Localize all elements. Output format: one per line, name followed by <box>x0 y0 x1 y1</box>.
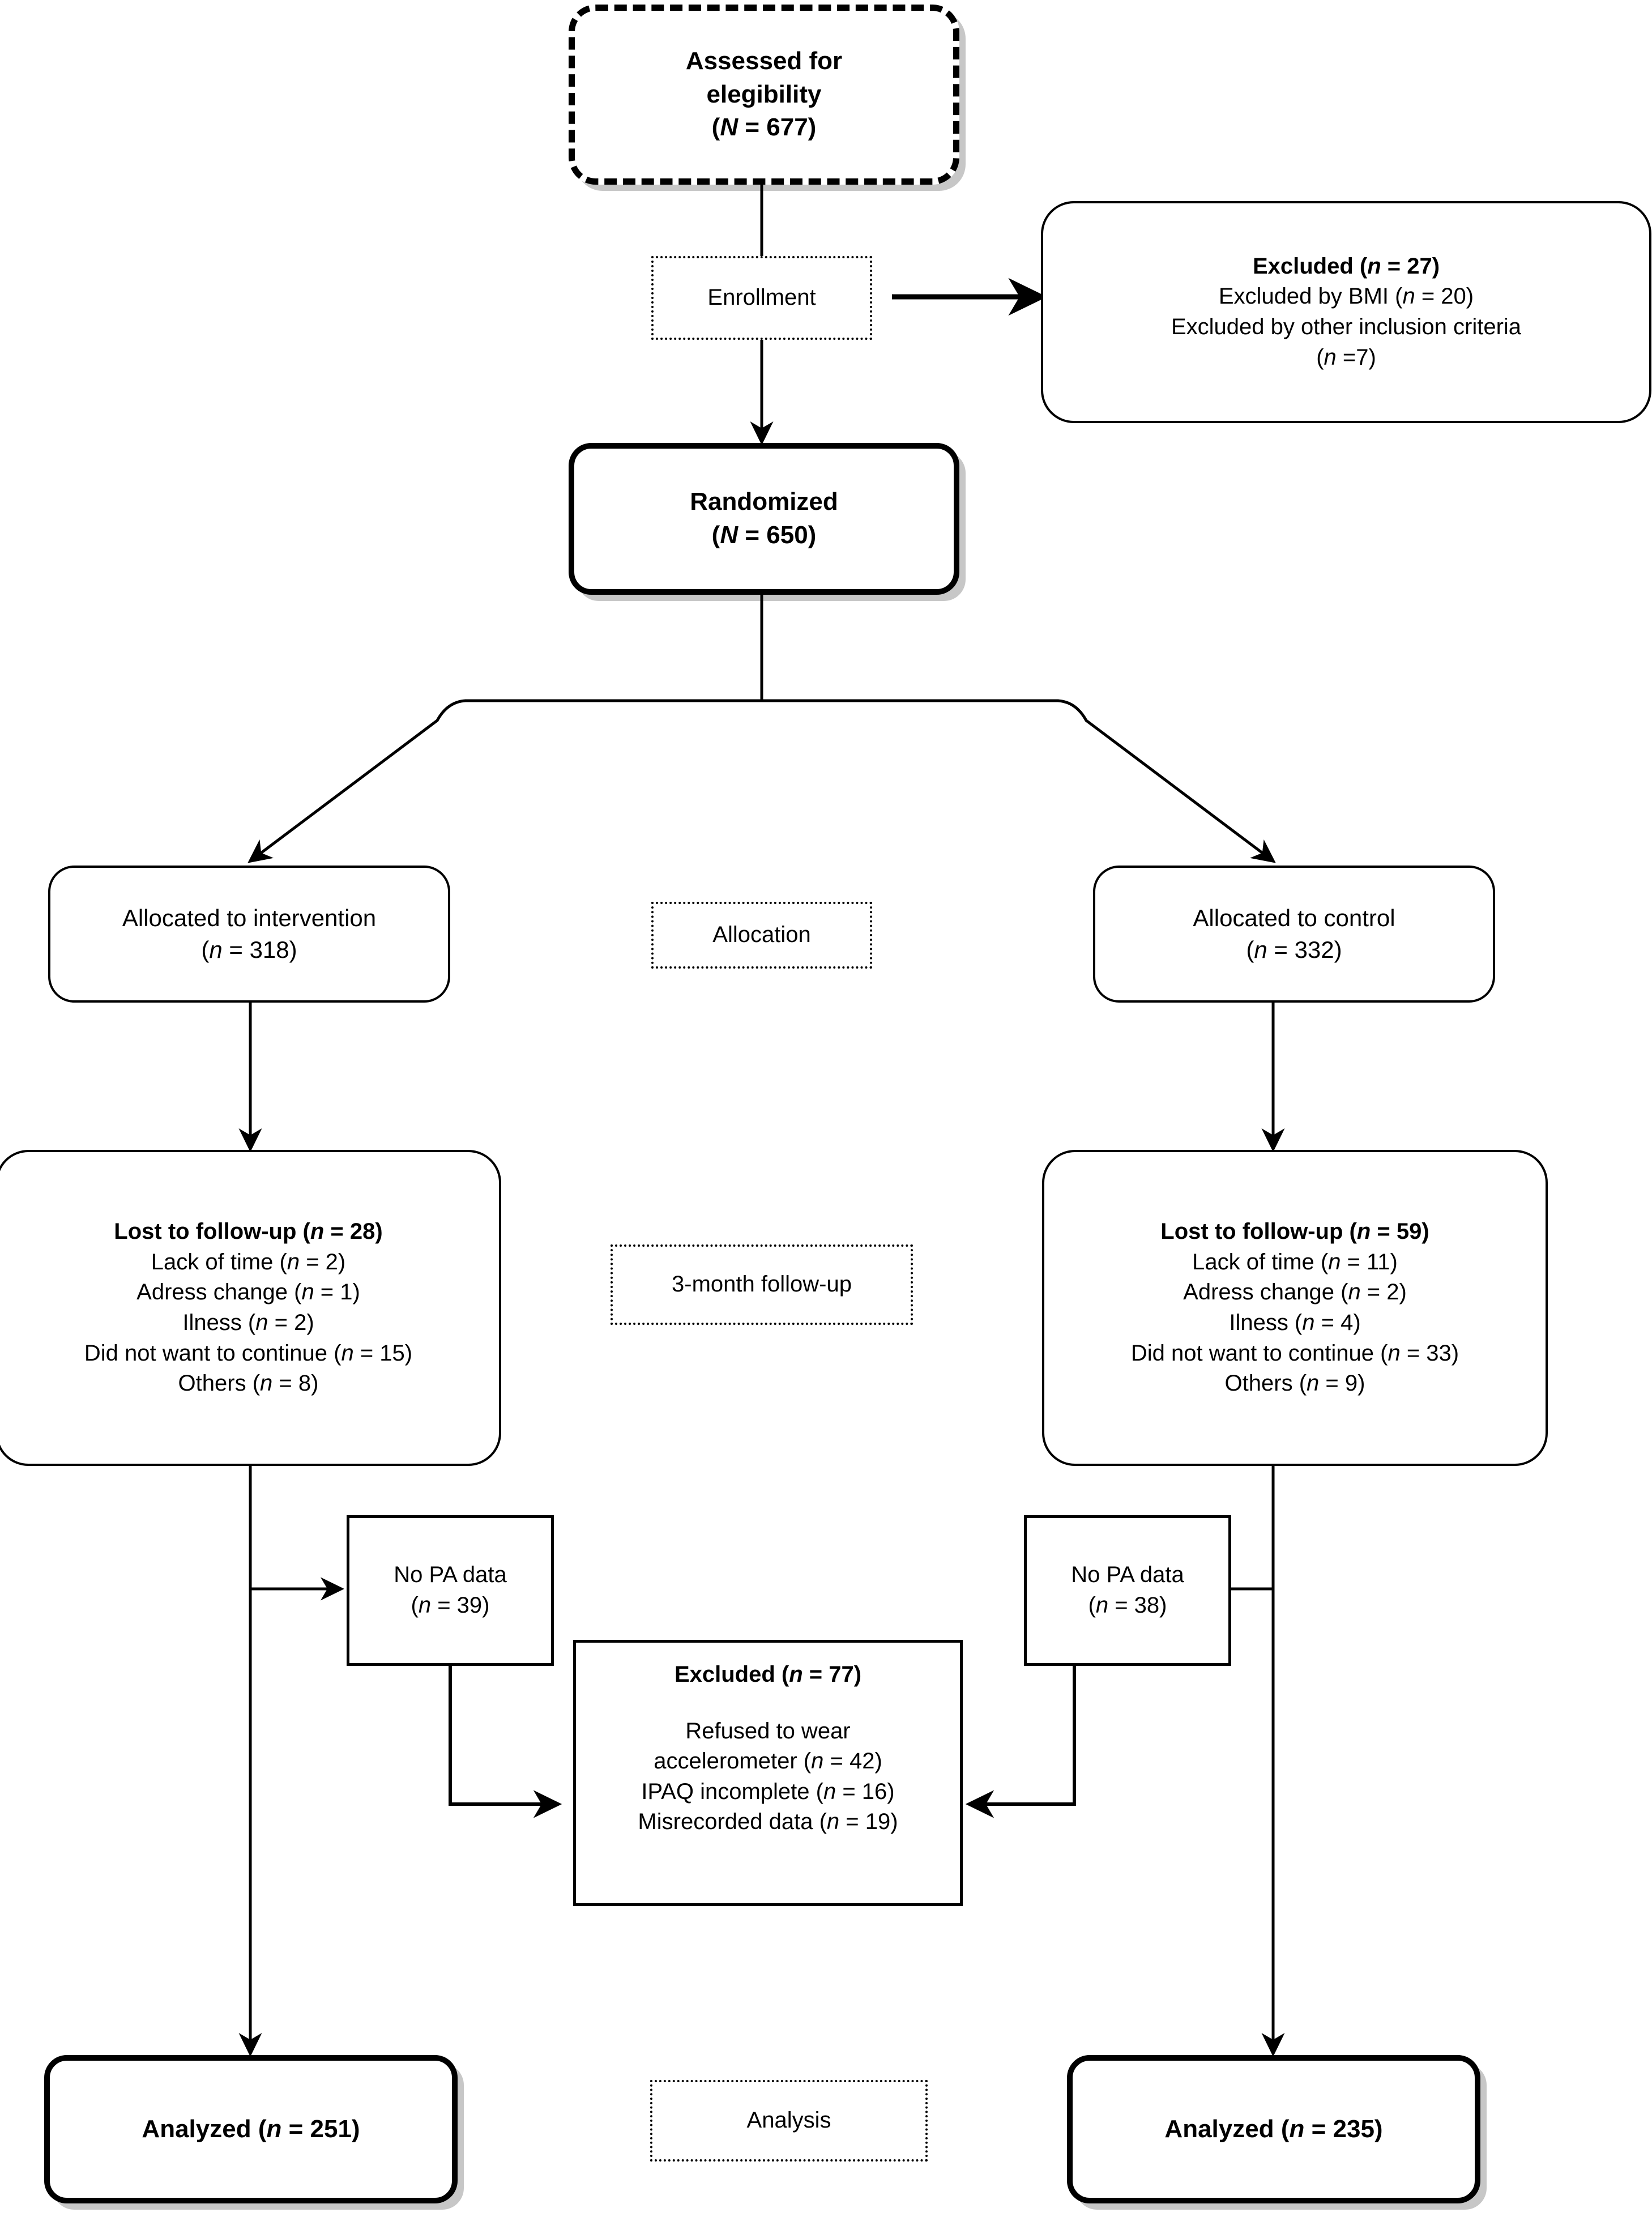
no-pa-data-control-line-1: No PA data <box>1071 1562 1184 1588</box>
n-symbol: n <box>1348 1280 1361 1305</box>
analyzed-intervention-text: Analyzed (n = 251) <box>142 2115 360 2143</box>
n-symbol: n <box>301 1280 314 1305</box>
no-pa-data-control-count: (n = 38) <box>1088 1593 1167 1618</box>
n-symbol: n <box>341 1340 354 1366</box>
excluded-enrollment-heading: Excluded (n = 27) <box>1252 253 1440 279</box>
wire-nopa-right-to-excluded <box>965 1665 1076 1818</box>
wire-split-left-arm <box>247 699 466 863</box>
lost-followup-control-row: Did not want to continue (n = 33) <box>1130 1340 1459 1366</box>
lost-followup-intervention-row: Others (n = 8) <box>178 1371 319 1396</box>
stage-label-enrollment: Enrollment <box>651 256 872 340</box>
stage-label-followup: 3-month follow-up <box>611 1244 913 1325</box>
lost-followup-intervention-row: Adress change (n = 1) <box>136 1280 360 1305</box>
lost-followup-intervention-heading: Lost to follow-up (n = 28) <box>114 1219 383 1244</box>
stage-label-allocation: Allocation <box>651 902 872 969</box>
assessed-total: (N = 677) <box>711 113 817 142</box>
excluded-enrollment-box: Excluded (n = 27) Excluded by BMI (n = 2… <box>1041 201 1651 423</box>
n-symbol: n <box>287 1249 300 1274</box>
n-symbol: n <box>826 1809 840 1835</box>
lost-followup-control-heading: Lost to follow-up (n = 59) <box>1160 1219 1429 1244</box>
excluded-analysis-row: Refused to wear <box>685 1718 851 1743</box>
lost-followup-control-row: Others (n = 9) <box>1224 1371 1365 1396</box>
n-symbol: n <box>1095 1593 1109 1618</box>
allocated-intervention-box: Allocated to intervention (n = 318) <box>48 866 450 1003</box>
n-symbol: n <box>789 1662 803 1687</box>
excluded-analysis-box: Excluded (n = 77) Refused to wear accele… <box>573 1640 963 1906</box>
excluded-analysis-row: Misrecorded data (n = 19) <box>638 1809 898 1835</box>
excluded-analysis-row: accelerometer (n = 42) <box>654 1749 882 1774</box>
n-symbol: n <box>823 1779 836 1804</box>
lost-followup-intervention-row: Ilness (n = 2) <box>182 1310 314 1335</box>
n-symbol: n <box>209 936 223 963</box>
assessed-line-2: elegibility <box>706 80 822 108</box>
lost-followup-intervention-row: Lack of time (n = 2) <box>151 1249 346 1274</box>
n-symbol: n <box>1367 253 1381 279</box>
lost-followup-control-box: Lost to follow-up (n = 59) Lack of time … <box>1042 1150 1548 1466</box>
stage-label-analysis: Analysis <box>650 2080 928 2162</box>
n-symbol: n <box>1302 1310 1315 1335</box>
n-symbol: n <box>260 1371 273 1396</box>
n-symbol: n <box>1328 1249 1341 1274</box>
no-pa-data-intervention-line-1: No PA data <box>394 1562 507 1588</box>
n-symbol: n <box>1388 1340 1401 1366</box>
n-symbol: n <box>1402 284 1415 309</box>
excluded-enrollment-row: Excluded by other inclusion criteria <box>1171 314 1522 339</box>
n-symbol: n <box>255 1310 268 1335</box>
analyzed-control-text: Analyzed (n = 235) <box>1164 2115 1383 2143</box>
lost-followup-control-row: Ilness (n = 4) <box>1229 1310 1361 1335</box>
allocated-intervention-line-1: Allocated to intervention <box>122 904 377 931</box>
allocated-control-count: (n = 332) <box>1246 936 1342 963</box>
excluded-enrollment-row: Excluded by BMI (n = 20) <box>1218 284 1474 309</box>
no-pa-data-intervention-box: No PA data (n = 39) <box>347 1515 554 1666</box>
assessed-line-1: Assessed for <box>685 46 843 75</box>
excluded-analysis-row: IPAQ incomplete (n = 16) <box>641 1779 895 1804</box>
allocated-intervention-count: (n = 318) <box>201 936 297 963</box>
stage-label-allocation-text: Allocation <box>712 922 811 948</box>
n-symbol: n <box>310 1219 325 1244</box>
n-symbol: n <box>1324 344 1337 370</box>
randomized-total: (N = 650) <box>711 521 817 549</box>
assessed-for-eligibility-box: Assessed for elegibility (N = 677) <box>569 5 959 185</box>
lost-followup-intervention-box: Lost to follow-up (n = 28) Lack of time … <box>0 1150 501 1466</box>
n-symbol: n <box>266 2115 282 2143</box>
n-symbol: n <box>1254 936 1267 963</box>
n-symbol: n <box>418 1593 432 1618</box>
n-symbol: n <box>1307 1371 1320 1396</box>
analyzed-intervention-box: Analyzed (n = 251) <box>44 2055 458 2203</box>
stage-label-enrollment-text: Enrollment <box>707 285 816 310</box>
allocated-control-box: Allocated to control (n = 332) <box>1093 866 1495 1003</box>
n-symbol: n <box>1356 1219 1371 1244</box>
analyzed-control-box: Analyzed (n = 235) <box>1067 2055 1480 2203</box>
excluded-enrollment-row: (n =7) <box>1316 344 1376 370</box>
lost-followup-intervention-row: Did not want to continue (n = 15) <box>84 1340 413 1366</box>
n-symbol: N <box>720 521 739 549</box>
allocated-control-line-1: Allocated to control <box>1193 904 1395 931</box>
stage-label-followup-text: 3-month follow-up <box>672 1272 852 1297</box>
wire-nopa-left-to-excluded <box>449 1665 562 1818</box>
no-pa-data-control-box: No PA data (n = 38) <box>1024 1515 1231 1666</box>
n-symbol: N <box>720 113 739 142</box>
randomized-line-1: Randomized <box>690 488 838 516</box>
wire-split-right-arm <box>1057 699 1276 863</box>
randomized-box: Randomized (N = 650) <box>569 443 959 595</box>
lost-followup-control-row: Lack of time (n = 11) <box>1192 1249 1398 1274</box>
lost-followup-control-row: Adress change (n = 2) <box>1183 1280 1407 1305</box>
no-pa-data-intervention-count: (n = 39) <box>411 1593 490 1618</box>
n-symbol: n <box>811 1749 824 1774</box>
excluded-analysis-heading: Excluded (n = 77) <box>674 1662 862 1687</box>
stage-label-analysis-text: Analysis <box>746 2108 831 2133</box>
n-symbol: n <box>1289 2115 1305 2143</box>
